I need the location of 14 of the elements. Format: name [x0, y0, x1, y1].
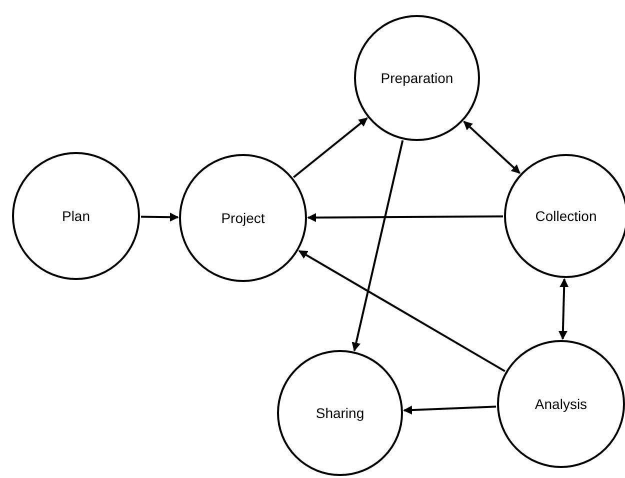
node-label: Analysis: [534, 396, 588, 412]
node-label: Sharing: [316, 405, 364, 421]
node-label: Preparation: [380, 70, 454, 86]
arrow: [558, 278, 569, 340]
node-label: Collection: [535, 208, 597, 224]
arrow: [352, 140, 404, 352]
arrow: [140, 212, 179, 222]
arrow: [403, 406, 496, 415]
arrow: [463, 120, 520, 174]
node-label: Project: [221, 210, 265, 226]
arrow: [293, 117, 368, 178]
arrow: [307, 213, 503, 222]
arrow: [298, 250, 506, 372]
node-label: Plan: [62, 208, 90, 224]
